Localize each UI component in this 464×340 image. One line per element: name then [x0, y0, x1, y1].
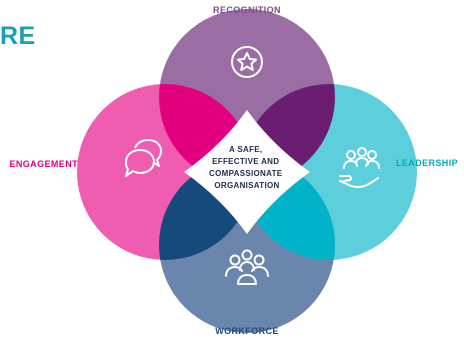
leadership-label: LEADERSHIP: [396, 158, 458, 168]
centre-line-1: A SAFE,: [229, 145, 262, 154]
centre-line-4: ORGANISATION: [214, 181, 279, 190]
recognition-label: RECOGNITION: [213, 5, 281, 15]
engagement-label: ENGAGEMENT: [9, 159, 78, 169]
centre-text: A SAFE, EFFECTIVE AND COMPASSIONATE ORGA…: [209, 145, 285, 190]
workforce-label: WORKFORCE: [215, 326, 279, 336]
star-icon: [231, 46, 263, 78]
centre-shape: [184, 110, 310, 234]
group-icon: [225, 249, 269, 285]
centre-line-3: COMPASSIONATE: [209, 169, 283, 178]
cropped-heading-fragment: RE: [0, 22, 36, 50]
chat-bubbles-icon: [125, 139, 162, 177]
people-in-hand-icon: [339, 147, 380, 188]
centre-line-2: EFFECTIVE AND: [212, 157, 279, 166]
